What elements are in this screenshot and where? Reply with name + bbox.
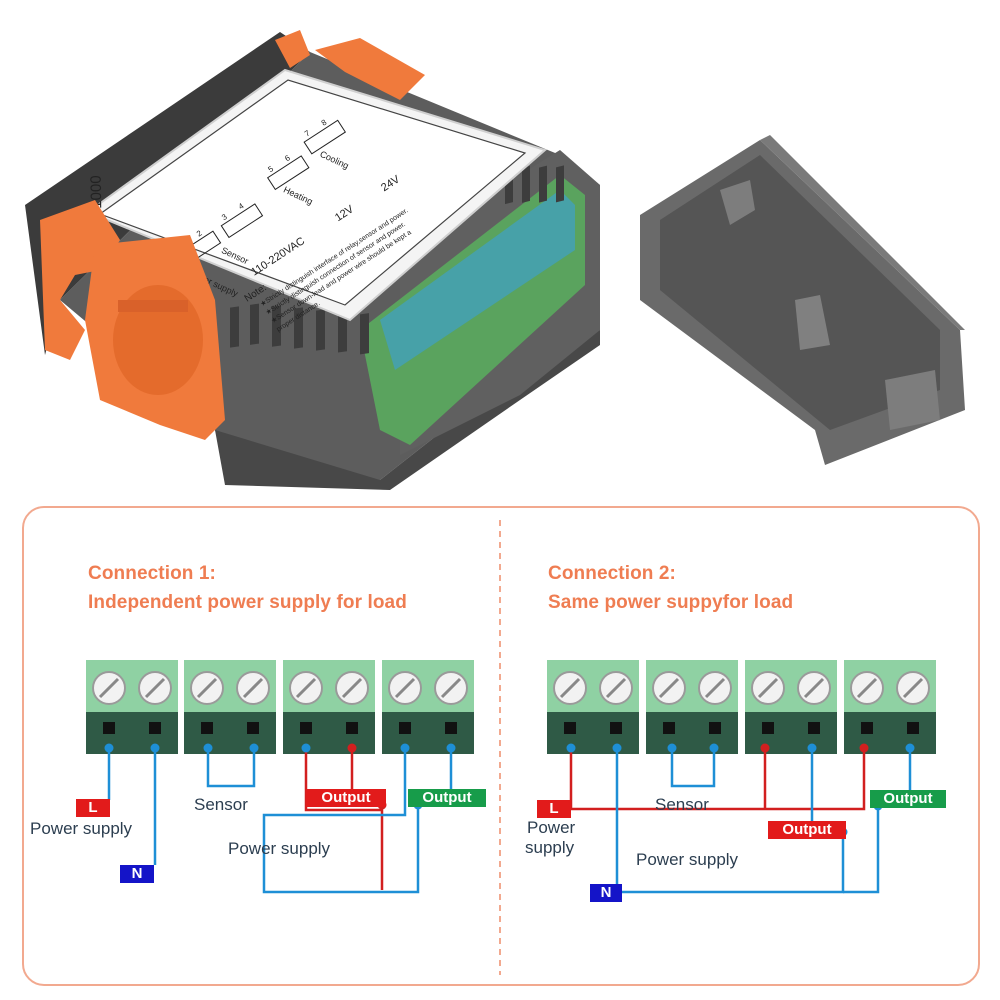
c2-sensor-label: Sensor <box>655 795 709 814</box>
c2-power-label-line2: supply <box>525 838 575 857</box>
sticker-terminal-3: 3 <box>220 212 229 222</box>
c2-power-label-line1: Power <box>527 818 576 837</box>
connection1-title: Connection 1: <box>88 563 216 584</box>
connection2-title: Connection 2: <box>548 563 676 584</box>
c2-live-tag: L <box>537 800 571 818</box>
sticker-terminal-2: 2 <box>195 228 204 238</box>
sticker-terminal-8: 8 <box>320 117 329 127</box>
sticker-terminal-6: 6 <box>283 153 292 163</box>
sticker-terminal-4: 4 <box>237 201 246 211</box>
connection1-subtitle: Independent power supply for load <box>88 592 407 613</box>
c2-output-red-tag: Output <box>768 821 846 839</box>
c1-neutral-tag: N <box>120 865 154 883</box>
c2-load-power-label: Power supply <box>636 850 739 869</box>
c1-sensor-label: Sensor <box>194 795 248 814</box>
c1-load-power-label: Power supply <box>228 839 331 858</box>
connection2-subtitle: Same power suppyfor load <box>548 592 794 613</box>
c1-output-red-tag: Output <box>306 789 386 807</box>
c1-live-tag: L <box>76 799 110 817</box>
sticker-terminal-7: 7 <box>303 128 312 138</box>
terminal-cover <box>640 135 965 465</box>
c2-output-green-tag: Output <box>870 790 946 808</box>
c1-output-green-tag: Output <box>408 789 486 807</box>
product-photo: STC-1000 Power supply Sensor Heating Coo… <box>25 30 965 490</box>
mounting-clip <box>40 30 425 440</box>
c1-power-supply-label: Power supply <box>30 819 133 838</box>
sticker-terminal-5: 5 <box>266 164 275 174</box>
thermostat-controller: STC-1000 Power supply Sensor Heating Coo… <box>25 30 600 490</box>
c2-neutral-tag: N <box>590 884 622 902</box>
